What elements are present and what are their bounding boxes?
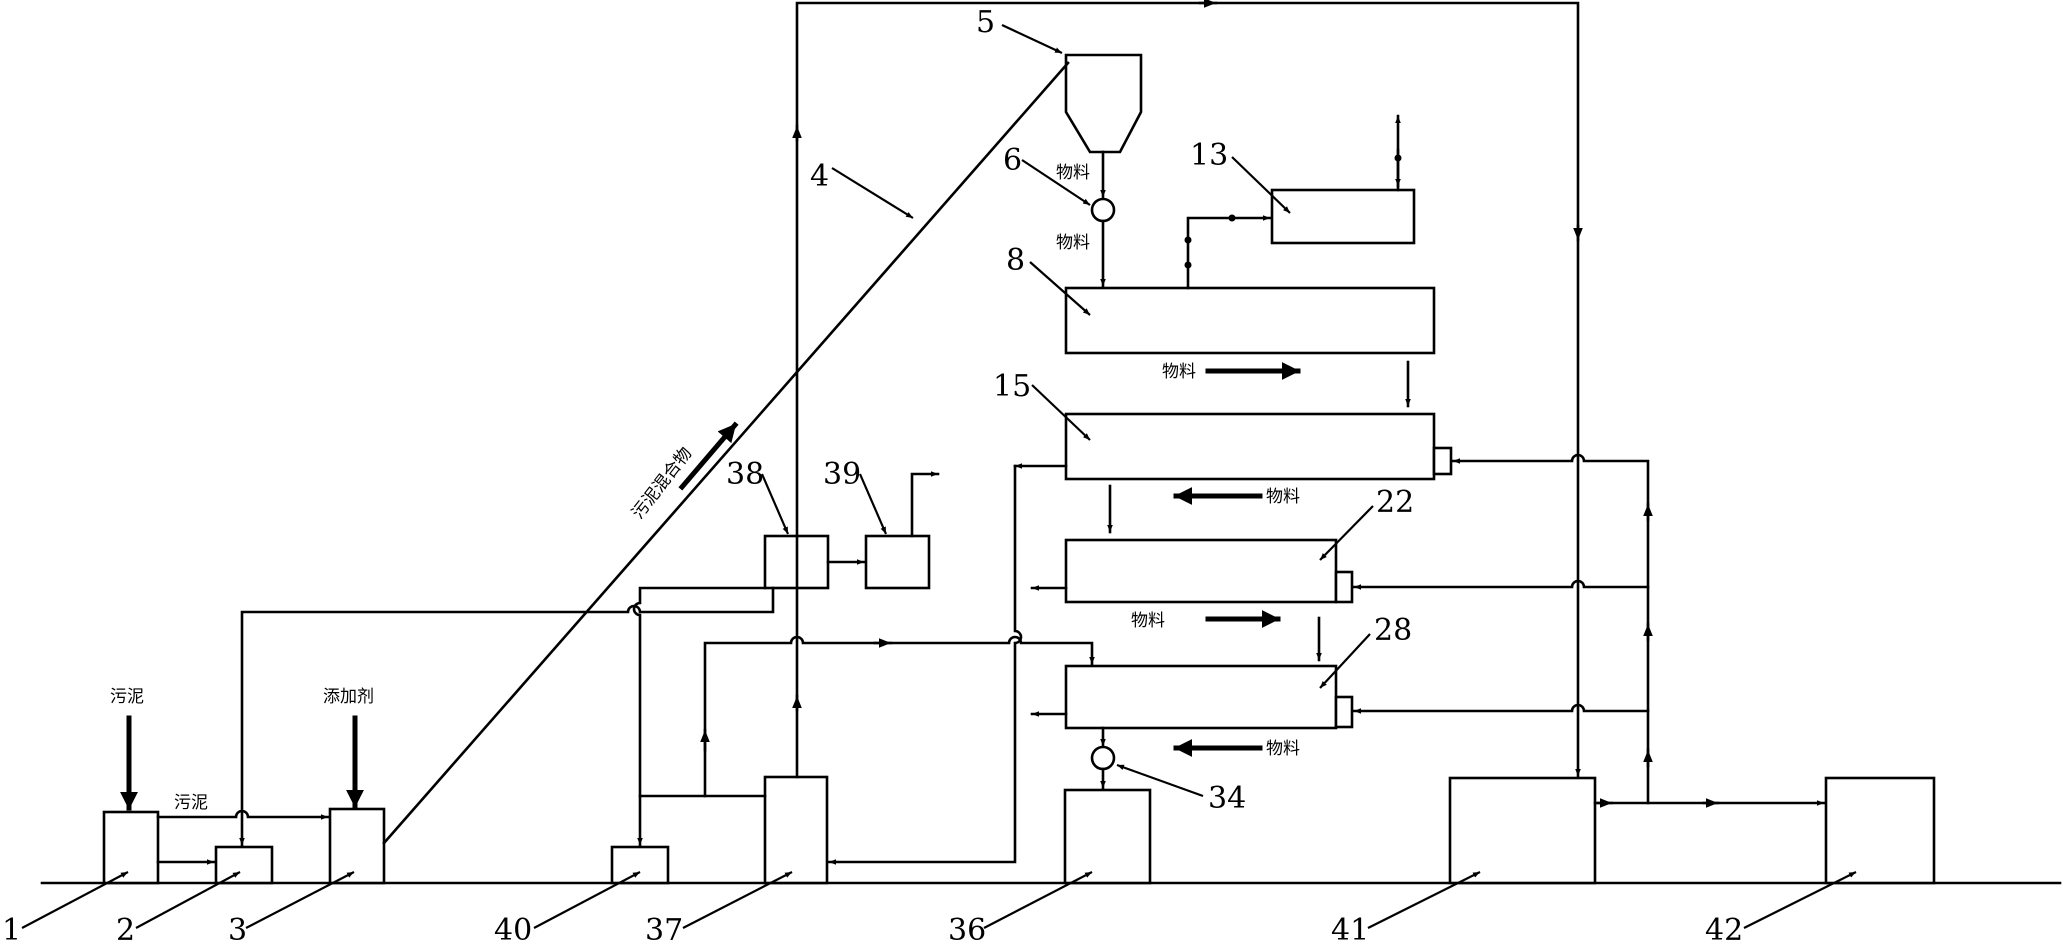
tank-40 (610, 845, 670, 885)
label-num-3: 3 (228, 913, 247, 947)
sludge-mix-arrow (678, 421, 739, 491)
mixer-3 (328, 807, 386, 885)
pipe-joint (1228, 214, 1236, 222)
return-main (827, 464, 1023, 865)
leader-lines (21, 24, 1857, 929)
label-material-6b: 物料 (1056, 233, 1090, 253)
pipe-joint (1184, 236, 1192, 244)
label-num-8: 8 (1006, 243, 1025, 278)
label-material-6a: 物料 (1056, 163, 1090, 183)
label-num-15: 15 (993, 369, 1031, 404)
tank-2 (214, 845, 274, 885)
valve-6 (1090, 197, 1116, 223)
label-num-38: 38 (726, 457, 764, 492)
pipe-37-to-40 (632, 586, 767, 798)
dryer-28 (1064, 664, 1338, 730)
label-num-5: 5 (976, 5, 995, 40)
pipe-8-to-13 (1186, 215, 1272, 290)
unit-39 (864, 534, 931, 590)
label-num-22: 22 (1376, 485, 1414, 520)
label-sludge-pipe: 污泥 (174, 793, 208, 813)
label-num-13: 13 (1190, 138, 1228, 173)
dryer-22-end (1334, 570, 1354, 604)
label-num-2: 2 (116, 913, 135, 947)
feed-28 (703, 635, 1095, 798)
label-num-42: 42 (1705, 913, 1743, 947)
dryer-22 (1064, 538, 1338, 604)
label-material-15: 物料 (1266, 487, 1300, 507)
dryer-28-end (1334, 695, 1354, 729)
dryer-15 (1064, 412, 1436, 481)
label-sludge-inlet: 污泥 (110, 687, 144, 707)
tank-42 (1824, 776, 1936, 885)
label-num-6: 6 (1003, 143, 1022, 178)
pipe-38-to-2 (239, 586, 775, 847)
dryer-15-end (1432, 446, 1453, 476)
tank-37 (763, 775, 829, 885)
label-num-37: 37 (645, 913, 683, 947)
pipe-37-riser (795, 1, 1581, 779)
label-num-40: 40 (494, 913, 532, 947)
label-additive: 添加剂 (323, 687, 374, 707)
label-material-28: 物料 (1266, 739, 1300, 759)
label-material-22: 物料 (1131, 611, 1165, 631)
tank-41 (1448, 776, 1597, 885)
unit-13 (1270, 188, 1416, 245)
hot-gas-riser (1451, 453, 1650, 805)
sludge-tank-1 (102, 810, 160, 885)
valve-34 (1090, 745, 1116, 771)
label-num-36: 36 (948, 913, 986, 947)
hopper-5 (1064, 53, 1143, 154)
hot-gas-28 (1352, 703, 1650, 714)
label-num-41: 41 (1331, 913, 1369, 947)
pipe-joint (1394, 154, 1402, 162)
tank-36 (1063, 788, 1152, 885)
label-num-28: 28 (1374, 613, 1412, 648)
hot-gas-22 (1352, 579, 1650, 590)
conveyor-4 (382, 61, 1070, 845)
label-num-39: 39 (823, 457, 861, 492)
label-num-34: 34 (1208, 781, 1246, 816)
label-num-1: 1 (2, 913, 21, 947)
label-num-4: 4 (810, 159, 829, 194)
label-material-8: 物料 (1162, 362, 1196, 382)
dryer-8 (1064, 286, 1436, 355)
pipe-joint (1184, 261, 1192, 269)
vent-39 (910, 471, 940, 538)
